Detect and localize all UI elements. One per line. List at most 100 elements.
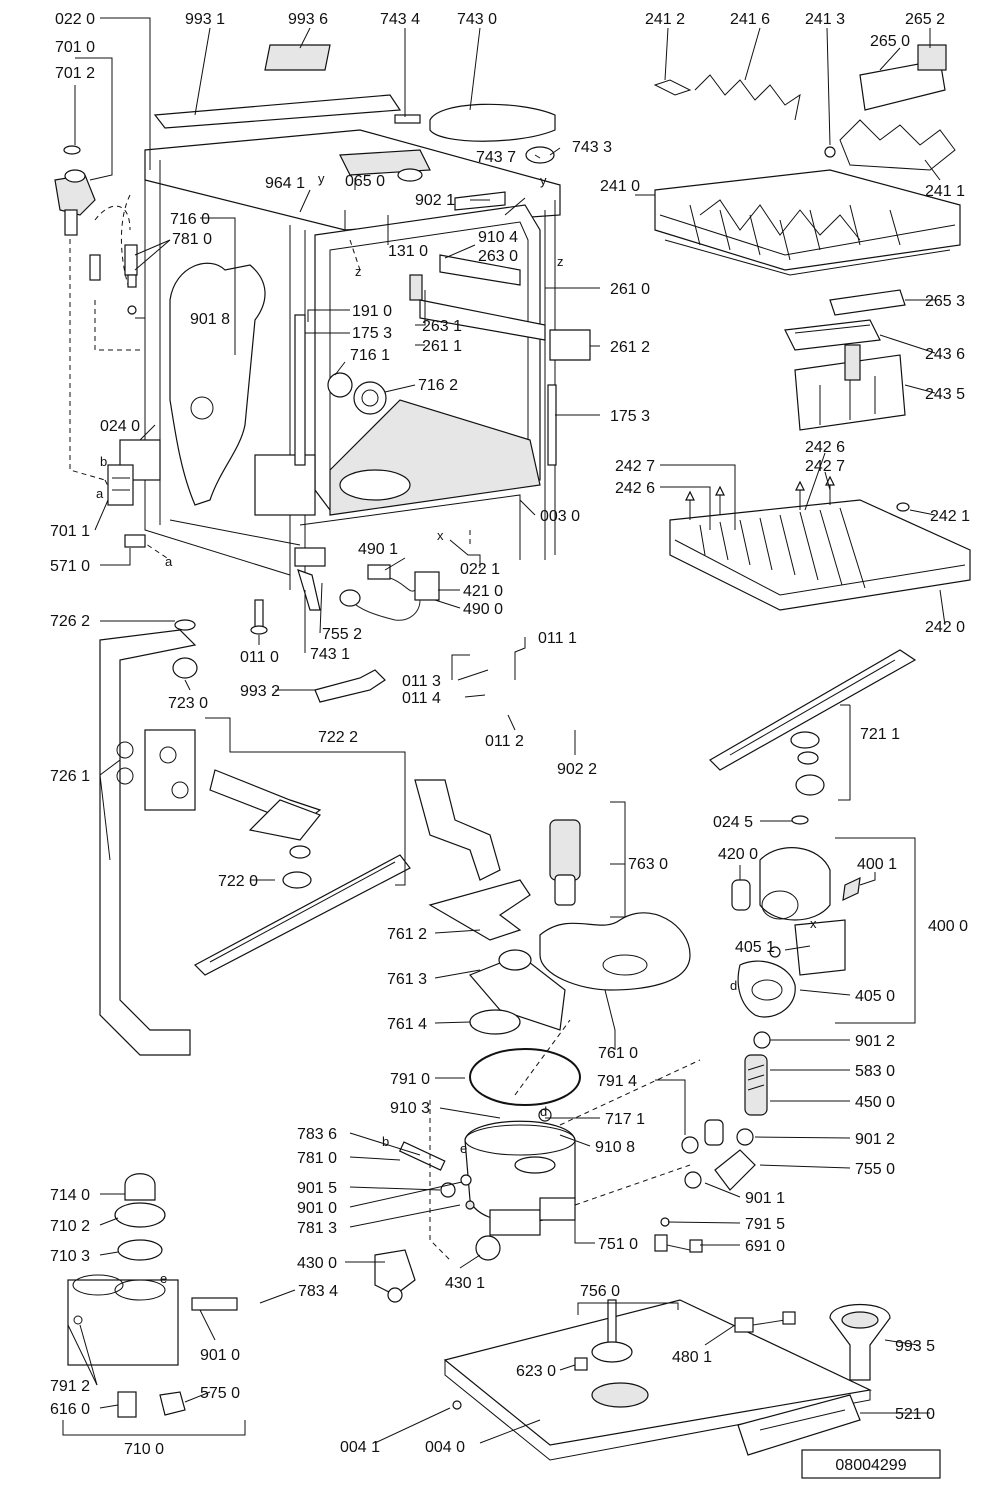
- label-783-6: 783 6: [297, 1126, 337, 1143]
- label-791-2: 791 2: [50, 1378, 90, 1395]
- label-910-8: 910 8: [595, 1139, 635, 1156]
- label-743-7: 743 7: [476, 149, 516, 166]
- label-241-3: 241 3: [805, 11, 845, 28]
- label-993-2: 993 2: [240, 683, 280, 700]
- label-902-2: 902 2: [557, 761, 597, 778]
- label-756-0: 756 0: [580, 1283, 620, 1300]
- label-263-0: 263 0: [478, 248, 518, 265]
- label-241-6: 241 6: [730, 11, 770, 28]
- label-004-0: 004 0: [425, 1439, 465, 1456]
- label-755-2: 755 2: [322, 626, 362, 643]
- label-242-1: 242 1: [930, 508, 970, 525]
- label-261-0: 261 0: [610, 281, 650, 298]
- label-901-2-lower: 901 2: [855, 1131, 895, 1148]
- label-242-7-left: 242 7: [615, 458, 655, 475]
- ref-letter-y: y: [540, 173, 547, 188]
- ref-letter-x: x: [810, 916, 817, 931]
- label-400-1: 400 1: [857, 856, 897, 873]
- label-623-0: 623 0: [516, 1363, 556, 1380]
- label-701-1: 701 1: [50, 523, 90, 540]
- label-910-3: 910 3: [390, 1100, 430, 1117]
- label-400-0: 400 0: [928, 918, 968, 935]
- label-781-0-bottom: 781 0: [297, 1150, 337, 1167]
- label-191-0: 191 0: [352, 303, 392, 320]
- label-490-1: 490 1: [358, 541, 398, 558]
- label-430-0: 430 0: [297, 1255, 337, 1272]
- label-571-0: 571 0: [50, 558, 90, 575]
- label-263-1: 263 1: [422, 318, 462, 335]
- label-480-1: 480 1: [672, 1349, 712, 1366]
- label-691-0: 691 0: [745, 1238, 785, 1255]
- label-616-0: 616 0: [50, 1401, 90, 1418]
- lower-basket-assembly: [669, 475, 971, 611]
- leader-lines: [67, 17, 946, 1444]
- label-751-0: 751 0: [598, 1236, 638, 1253]
- label-714-0: 714 0: [50, 1187, 90, 1204]
- label-901-5: 901 5: [297, 1180, 337, 1197]
- label-964-1: 964 1: [265, 175, 305, 192]
- label-175-3-right: 175 3: [610, 408, 650, 425]
- label-716-1: 716 1: [350, 347, 390, 364]
- label-710-0: 710 0: [124, 1441, 164, 1458]
- label-743-0: 743 0: [457, 11, 497, 28]
- label-761-3: 761 3: [387, 971, 427, 988]
- label-783-4: 783 4: [298, 1283, 338, 1300]
- label-175-3-left: 175 3: [352, 325, 392, 342]
- label-265-2: 265 2: [905, 11, 945, 28]
- label-901-0-upper: 901 0: [297, 1200, 337, 1217]
- label-722-2: 722 2: [318, 729, 358, 746]
- label-242-6-left: 242 6: [615, 480, 655, 497]
- label-701-0: 701 0: [55, 39, 95, 56]
- label-901-1: 901 1: [745, 1190, 785, 1207]
- label-241-1: 241 1: [925, 183, 965, 200]
- salt-container-assembly: [62, 1173, 246, 1436]
- ref-letter-b: b: [382, 1134, 389, 1149]
- ref-letter-e: e: [460, 1141, 467, 1156]
- label-791-4: 791 4: [597, 1073, 637, 1090]
- label-743-4: 743 4: [380, 11, 420, 28]
- label-902-1: 902 1: [415, 192, 455, 209]
- label-993-6: 993 6: [288, 11, 328, 28]
- label-717-1: 717 1: [605, 1111, 645, 1128]
- label-261-2: 261 2: [610, 339, 650, 356]
- cabinet-frame: [54, 44, 591, 635]
- label-490-0: 490 0: [463, 601, 503, 618]
- document-number: 08004299: [835, 1457, 906, 1474]
- label-241-2: 241 2: [645, 11, 685, 28]
- label-763-0: 763 0: [628, 856, 668, 873]
- sump-pump-assembly: [374, 779, 861, 1303]
- label-242-6-top: 242 6: [805, 439, 845, 456]
- label-430-1: 430 1: [445, 1275, 485, 1292]
- label-721-1: 721 1: [860, 726, 900, 743]
- label-011-1: 011 1: [538, 630, 577, 647]
- ref-letter-z: z: [355, 264, 362, 279]
- label-242-7-right: 242 7: [805, 458, 845, 475]
- label-024-0: 024 0: [100, 418, 140, 435]
- label-901-2-upper: 901 2: [855, 1033, 895, 1050]
- label-755-0: 755 0: [855, 1161, 895, 1178]
- label-011-2: 011 2: [485, 733, 524, 750]
- label-910-4: 910 4: [478, 229, 518, 246]
- label-716-2: 716 2: [418, 377, 458, 394]
- label-011-0: 011 0: [240, 649, 279, 666]
- ref-letter-b: b: [100, 454, 107, 469]
- ref-letter-d: d: [730, 978, 737, 993]
- label-743-1: 743 1: [310, 646, 350, 663]
- ref-letter-d: d: [540, 1104, 547, 1119]
- label-405-0: 405 0: [855, 988, 895, 1005]
- label-791-0: 791 0: [390, 1071, 430, 1088]
- label-701-2: 701 2: [55, 65, 95, 82]
- label-450-0: 450 0: [855, 1094, 895, 1111]
- ref-letter-y: y: [318, 171, 325, 186]
- label-004-1: 004 1: [340, 1439, 380, 1456]
- label-022-0: 022 0: [55, 11, 95, 28]
- ref-letter-x: x: [437, 528, 444, 543]
- label-011-3: 011 3: [402, 673, 441, 690]
- upper-basket-assembly: [653, 44, 961, 431]
- label-761-0: 761 0: [598, 1045, 638, 1062]
- spray-arms: [99, 619, 917, 1056]
- label-003-0: 003 0: [540, 508, 580, 525]
- ref-letter-a: a: [96, 486, 104, 501]
- part-labels: 022 0 993 1 993 6 743 4 743 0 701 0 701 …: [50, 11, 970, 1458]
- label-261-1: 261 1: [422, 338, 462, 355]
